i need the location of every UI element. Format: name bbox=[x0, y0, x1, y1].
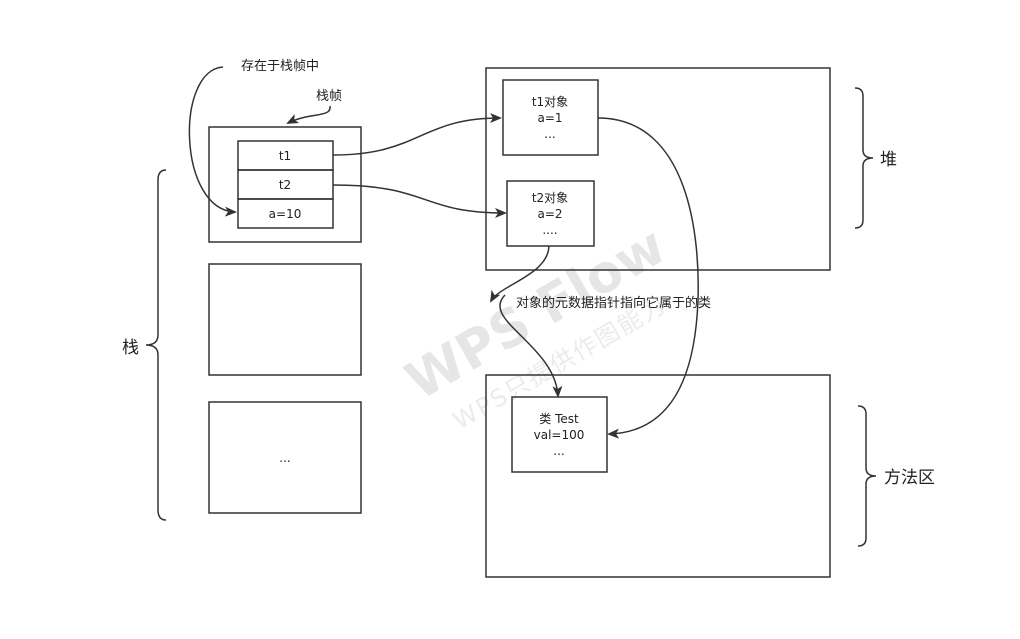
stack-bracket bbox=[145, 169, 167, 521]
t1-object-title: t1对象 bbox=[532, 95, 568, 109]
frame-slot-t1-label: t1 bbox=[279, 149, 291, 163]
t1-object-field: a=1 bbox=[537, 111, 562, 125]
method-area-box bbox=[485, 374, 831, 578]
stack-frame-box-2 bbox=[208, 263, 362, 376]
stack-label: 栈 bbox=[122, 338, 139, 358]
frame-slot-a bbox=[237, 198, 334, 229]
note-arrow bbox=[188, 66, 237, 217]
frame-label: 栈帧 bbox=[316, 89, 342, 104]
t2-object-title: t2对象 bbox=[532, 191, 568, 205]
stack-frame-ellipsis: ... bbox=[279, 451, 290, 465]
t1-class-pointer-arrow bbox=[597, 117, 699, 439]
t2-reference-arrow bbox=[332, 184, 507, 218]
t2-object-box bbox=[506, 180, 595, 247]
method-area-label: 方法区 bbox=[884, 468, 935, 488]
stack-frame-box bbox=[208, 126, 362, 243]
stack-frame-box-3 bbox=[208, 401, 362, 514]
method-area-bracket bbox=[857, 405, 877, 547]
t2-class-pointer-arrow bbox=[499, 294, 563, 398]
watermark: WPS Flow WPS只提供作图能力 bbox=[396, 216, 676, 435]
frame-label-arrow bbox=[286, 105, 331, 124]
class-box-title: 类 Test bbox=[539, 412, 579, 426]
class-box-ellipsis: ... bbox=[553, 444, 564, 458]
t2-metadata-arrow-head bbox=[490, 245, 550, 303]
heap-box bbox=[485, 67, 831, 271]
frame-slot-a-label: a=10 bbox=[269, 207, 302, 221]
t2-object-field: a=2 bbox=[537, 207, 562, 221]
t2-object-ellipsis: .... bbox=[542, 223, 557, 237]
heap-bracket bbox=[854, 87, 874, 229]
class-box-field: val=100 bbox=[534, 428, 585, 442]
t1-object-ellipsis: ... bbox=[544, 127, 555, 141]
frame-slot-t2-label: t2 bbox=[279, 178, 291, 192]
stack-frame-note: 存在于栈帧中 bbox=[241, 59, 319, 74]
metadata-note: 对象的元数据指针指向它属于的类 bbox=[516, 295, 711, 311]
t1-reference-arrow bbox=[332, 113, 502, 156]
heap-label: 堆 bbox=[880, 150, 897, 170]
